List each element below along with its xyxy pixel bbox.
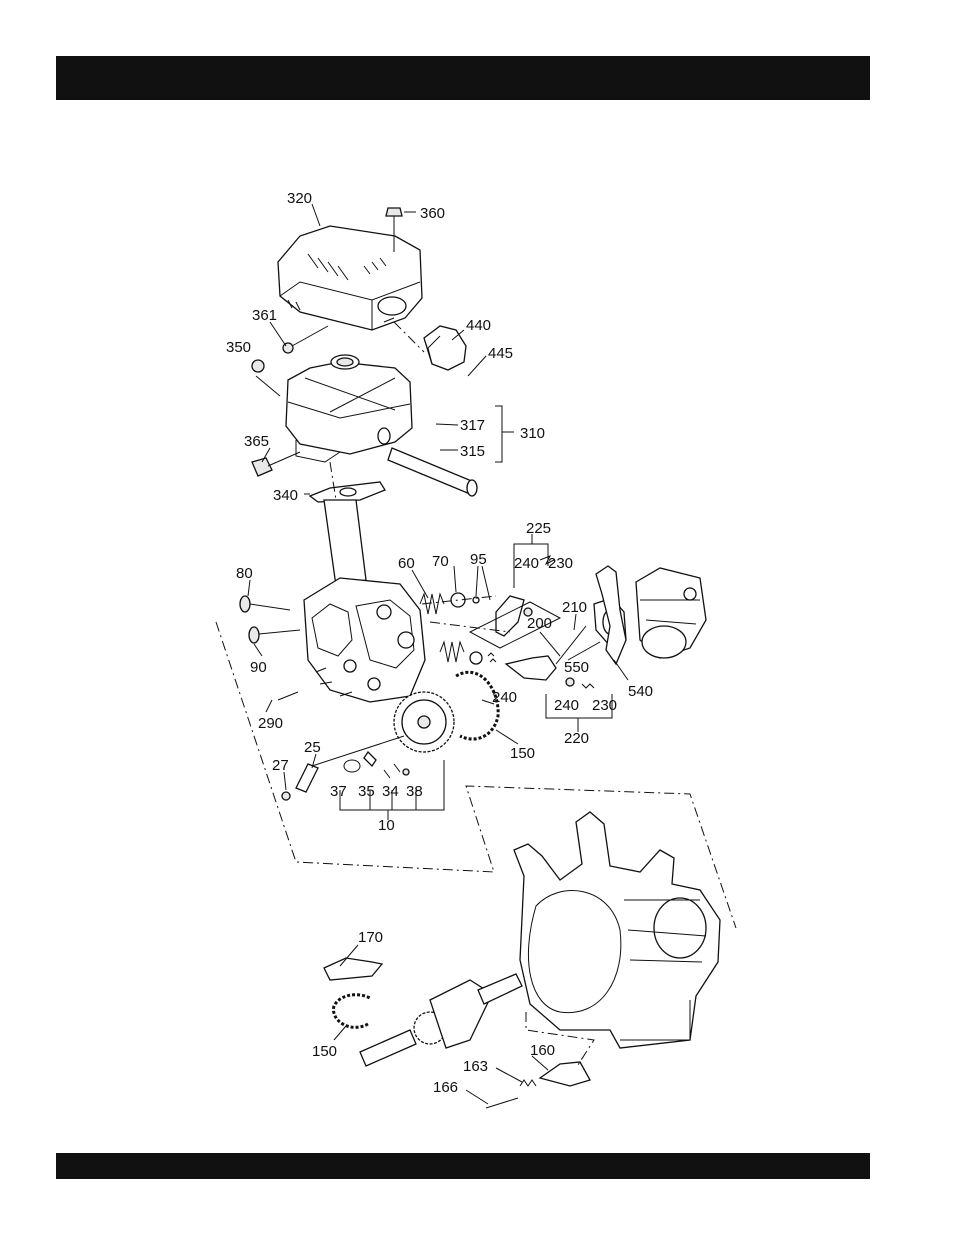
callout-230-top: 230	[548, 555, 573, 572]
muffler-cover-drawing	[278, 226, 422, 330]
callout-225: 225	[526, 520, 551, 537]
bolt-361-drawing	[283, 326, 328, 353]
callout-80: 80	[236, 565, 253, 582]
callout-360: 360	[420, 205, 445, 222]
callout-25: 25	[304, 739, 321, 756]
callout-240-bottom: 240	[554, 697, 579, 714]
callout-170: 170	[358, 929, 383, 946]
crankcase-drawing	[514, 812, 720, 1048]
bolt-290-drawing	[278, 692, 298, 700]
callout-290: 290	[258, 715, 283, 732]
valve-90-drawing	[249, 627, 300, 643]
gasket-340-drawing	[310, 482, 385, 502]
callout-160: 160	[530, 1042, 555, 1059]
callout-10: 10	[378, 817, 395, 834]
chain-guide-170-drawing	[324, 958, 382, 980]
bolt-365-drawing	[252, 452, 300, 476]
callout-240-top: 240	[514, 555, 539, 572]
nut-350-drawing	[252, 360, 264, 372]
callout-365: 365	[244, 433, 269, 450]
weight-35-drawing	[364, 752, 376, 766]
spring-163-drawing	[520, 1080, 536, 1086]
callout-37: 37	[330, 783, 347, 800]
callout-550: 550	[564, 659, 589, 676]
callout-340: 340	[273, 487, 298, 504]
callout-38: 38	[406, 783, 423, 800]
callout-34: 34	[382, 783, 399, 800]
tensioner-160-drawing	[540, 1062, 590, 1086]
timing-chain-lower-drawing	[333, 995, 370, 1028]
bolt-166-drawing	[486, 1098, 518, 1108]
carburetor-drawing	[636, 568, 706, 658]
callout-150-upper: 150	[510, 745, 535, 762]
ring-37-drawing	[344, 760, 360, 772]
callout-90: 90	[250, 659, 267, 676]
muffler-body-drawing	[286, 355, 412, 462]
crankshaft-drawing	[360, 974, 522, 1066]
callout-220: 220	[564, 730, 589, 747]
valve-80-drawing	[240, 596, 290, 612]
callout-320: 320	[287, 190, 312, 207]
callout-95: 95	[470, 551, 487, 568]
clip-27-drawing	[282, 792, 290, 800]
cylinder-head-drawing	[304, 578, 425, 702]
callout-163: 163	[463, 1058, 488, 1075]
callout-210: 210	[562, 599, 587, 616]
pin-34-drawing	[384, 764, 400, 778]
callout-440: 440	[466, 317, 491, 334]
spring-38-drawing	[403, 769, 409, 775]
callout-230-bottom: 230	[592, 697, 617, 714]
callout-70: 70	[432, 553, 449, 570]
callout-445: 445	[488, 345, 513, 362]
callout-200: 200	[527, 615, 552, 632]
muffler-deflector-440-drawing	[424, 326, 466, 370]
callout-240-mid: 240	[492, 689, 517, 706]
callout-60: 60	[398, 555, 415, 572]
callout-350: 350	[226, 339, 251, 356]
callout-27: 27	[272, 757, 289, 774]
cam-sprocket-drawing	[394, 692, 454, 752]
callout-310: 310	[520, 425, 545, 442]
callout-315: 315	[460, 443, 485, 460]
callout-166: 166	[433, 1079, 458, 1096]
callout-317: 317	[460, 417, 485, 434]
callout-361: 361	[252, 307, 277, 324]
callout-540: 540	[628, 683, 653, 700]
callout-35: 35	[358, 783, 375, 800]
callout-150-lower: 150	[312, 1043, 337, 1060]
footer-bar	[56, 1153, 870, 1179]
